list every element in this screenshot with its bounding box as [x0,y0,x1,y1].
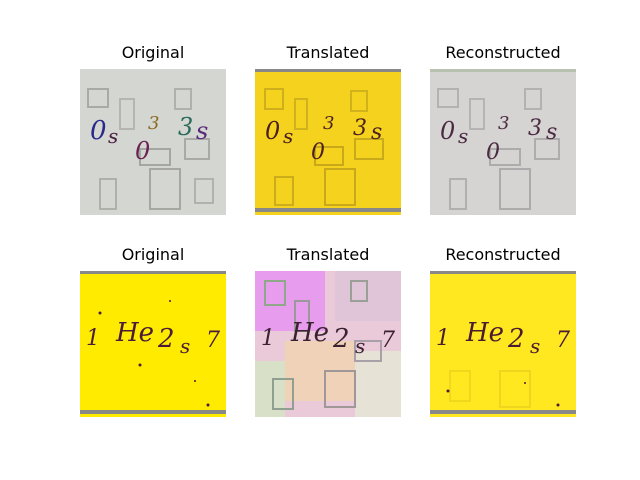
svg-text:3: 3 [178,113,193,141]
svg-text:7: 7 [556,328,570,353]
svg-text:s: s [458,124,468,148]
svg-text:3: 3 [323,113,334,134]
svg-text:7: 7 [206,328,220,353]
svg-text:0: 0 [311,140,325,165]
svg-text:He: He [115,318,154,348]
svg-text:1: 1 [261,326,275,351]
image-original-1: 0 s 0 3 3 s [80,69,226,215]
svg-text:s: s [355,334,365,358]
title-reconstructed-1: Reconstructed [445,43,561,62]
svg-text:He: He [290,318,329,348]
svg-text:7: 7 [381,328,395,353]
svg-text:2: 2 [157,324,175,354]
captcha-image-reconstructed-2: 1 He 2 s 7 [430,271,576,417]
svg-text:0: 0 [90,116,107,146]
svg-text:He: He [465,318,504,348]
svg-text:1: 1 [436,326,450,351]
svg-text:s: s [546,120,557,145]
svg-text:2: 2 [507,324,525,354]
svg-text:3: 3 [528,116,542,141]
captcha-image-reconstructed-1: 0 s 0 3 3 s [430,69,576,215]
svg-text:s: s [196,117,208,145]
svg-text:3: 3 [498,113,509,134]
svg-text:s: s [371,120,382,145]
svg-text:s: s [108,124,118,148]
svg-text:3: 3 [353,116,367,141]
image-reconstructed-1: 0 s 0 3 3 s [430,69,576,215]
captcha-image-original-1: 0 s 0 3 3 s [80,69,226,215]
image-reconstructed-2: 1 He 2 s 7 [430,271,576,417]
captcha-image-translated-1: 0 s 0 3 3 s [255,69,401,215]
image-translated-2: 1 He 2 s 7 [255,271,401,417]
svg-text:2: 2 [332,324,350,354]
title-translated-1: Translated [286,43,370,62]
image-original-2: 1 He 2 s 7 [80,271,226,417]
svg-text:0: 0 [440,117,455,145]
svg-text:3: 3 [148,113,159,134]
image-translated-1: 0 s 0 3 3 s [255,69,401,215]
svg-text:0: 0 [135,137,150,165]
captcha-image-translated-2: 1 He 2 s 7 [255,271,401,417]
svg-text:s: s [530,334,540,358]
title-reconstructed-2: Reconstructed [445,245,561,264]
title-translated-2: Translated [286,245,370,264]
svg-text:0: 0 [265,117,280,145]
title-original-2: Original [121,245,185,264]
title-original-1: Original [121,43,185,62]
svg-text:1: 1 [86,326,100,351]
svg-text:s: s [180,334,190,358]
svg-text:s: s [283,124,293,148]
svg-text:0: 0 [486,140,500,165]
captcha-image-original-2: 1 He 2 s 7 [80,271,226,417]
